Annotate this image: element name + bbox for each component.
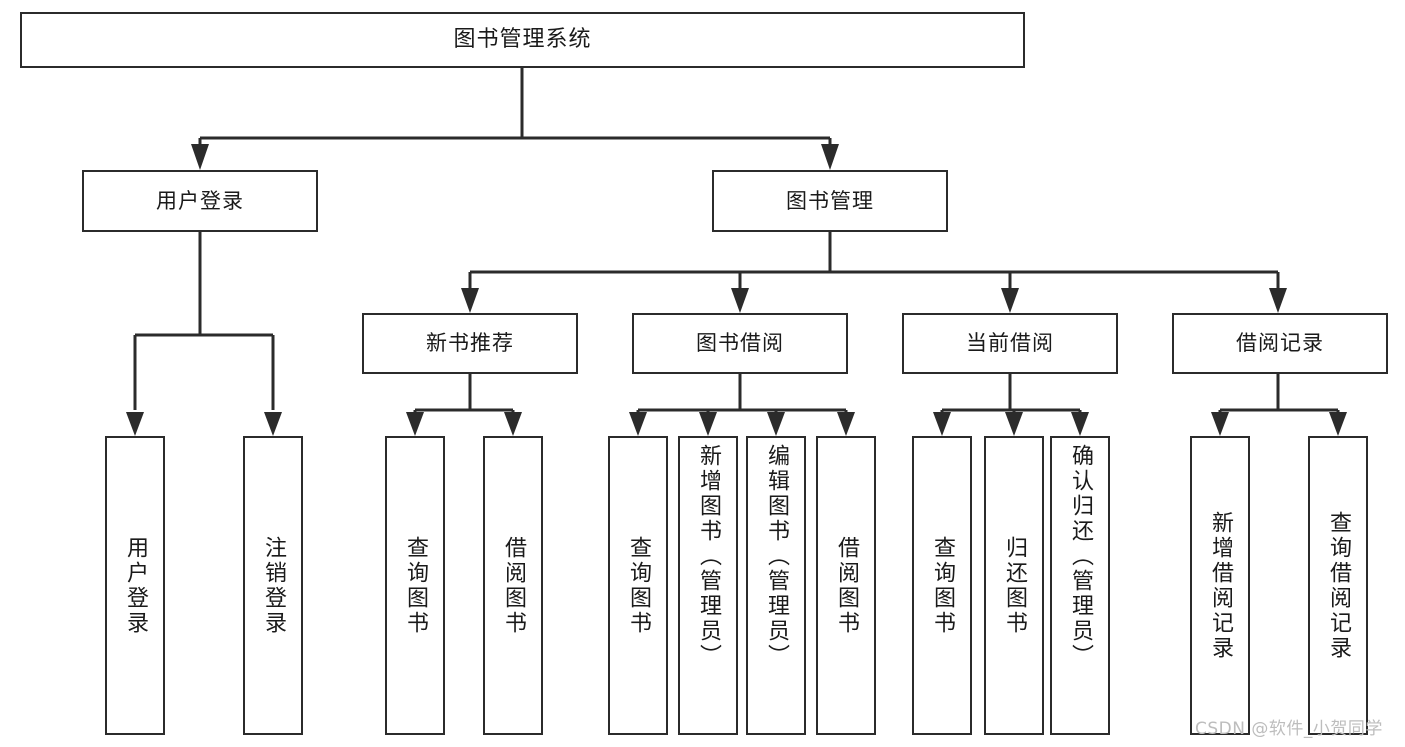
node-user-login[interactable]: 用户登录 [82,170,318,232]
node-new-book-recommend-label: 新书推荐 [426,331,514,356]
node-leaf-logout[interactable]: 注销登录 [243,436,303,735]
node-leaf-borrow-book-1-label: 借阅图书 [501,535,526,636]
node-book-borrow-label: 图书借阅 [696,331,784,356]
node-root-label: 图书管理系统 [453,27,592,53]
node-borrow-record-label: 借阅记录 [1236,331,1324,356]
node-leaf-confirm-return[interactable]: 确认归还（管理员） [1050,436,1110,735]
node-leaf-edit-book-label: 编辑图书（管理员） [764,444,789,669]
node-leaf-query-book-1-label: 查询图书 [403,535,428,636]
node-leaf-borrow-book-2-label: 借阅图书 [834,535,859,636]
node-leaf-query-book-2-label: 查询图书 [626,535,651,636]
node-root[interactable]: 图书管理系统 [20,12,1025,68]
node-leaf-edit-book[interactable]: 编辑图书（管理员） [746,436,806,735]
csdn-watermark: CSDN @软件_小贺同学 [1195,719,1383,739]
node-leaf-add-book[interactable]: 新增图书（管理员） [678,436,738,735]
node-leaf-query-book-2[interactable]: 查询图书 [608,436,668,735]
node-leaf-return-book[interactable]: 归还图书 [984,436,1044,735]
node-leaf-user-login[interactable]: 用户登录 [105,436,165,735]
node-leaf-query-book-3[interactable]: 查询图书 [912,436,972,735]
node-leaf-add-book-label: 新增图书（管理员） [696,444,721,669]
node-leaf-logout-label: 注销登录 [261,535,286,636]
node-book-manage-label: 图书管理 [786,188,874,213]
node-leaf-query-record[interactable]: 查询借阅记录 [1308,436,1368,735]
node-leaf-query-book-1[interactable]: 查询图书 [385,436,445,735]
node-leaf-query-book-3-label: 查询图书 [930,535,955,636]
node-leaf-query-record-label: 查询借阅记录 [1326,510,1351,661]
node-book-manage[interactable]: 图书管理 [712,170,948,232]
node-leaf-add-record-label: 新增借阅记录 [1208,510,1233,661]
node-leaf-add-record[interactable]: 新增借阅记录 [1190,436,1250,735]
node-leaf-return-book-label: 归还图书 [1002,535,1027,636]
node-book-borrow[interactable]: 图书借阅 [632,313,848,374]
node-leaf-borrow-book-1[interactable]: 借阅图书 [483,436,543,735]
node-new-book-recommend[interactable]: 新书推荐 [362,313,578,374]
node-leaf-confirm-return-label: 确认归还（管理员） [1068,444,1093,669]
node-leaf-borrow-book-2[interactable]: 借阅图书 [816,436,876,735]
node-user-login-label: 用户登录 [156,188,244,213]
node-leaf-user-login-label: 用户登录 [123,535,148,636]
node-current-borrow[interactable]: 当前借阅 [902,313,1118,374]
node-current-borrow-label: 当前借阅 [966,331,1054,356]
node-borrow-record[interactable]: 借阅记录 [1172,313,1388,374]
